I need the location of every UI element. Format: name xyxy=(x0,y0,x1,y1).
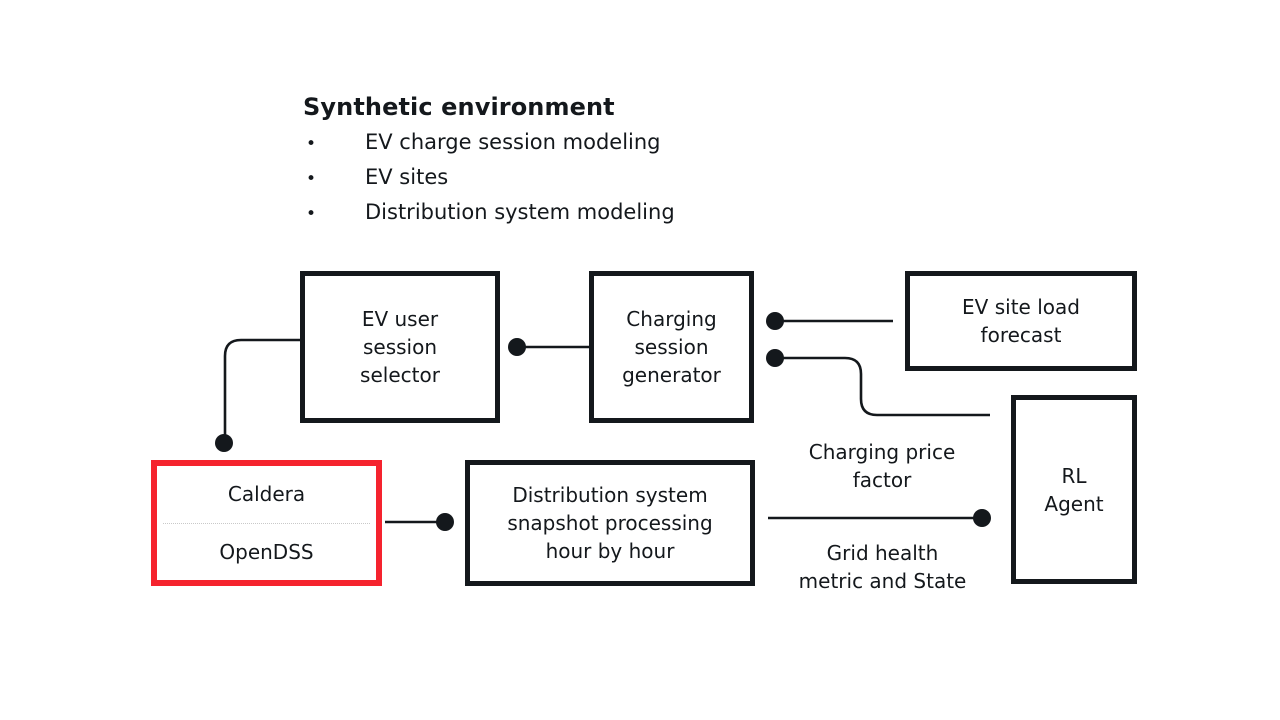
node-label: Charging session generator xyxy=(622,307,721,387)
bullet-list: • EV charge session modeling • EV sites … xyxy=(303,128,903,228)
node-divider xyxy=(163,522,370,524)
node-caldera-opendss[interactable]: Caldera OpenDSS xyxy=(151,460,382,586)
connector-dot xyxy=(766,312,784,330)
node-rl-agent[interactable]: RL Agent xyxy=(1011,395,1137,584)
connector-dot xyxy=(973,509,991,527)
bullet-point-icon: • xyxy=(306,169,317,189)
bullet-point-icon: • xyxy=(306,204,317,224)
connector-dot xyxy=(215,434,233,452)
bullet-item-ev-charge-session-modeling: • EV charge session modeling xyxy=(303,128,903,158)
node-caldera-section: Caldera xyxy=(157,466,376,523)
node-label: OpenDSS xyxy=(219,539,314,564)
node-ev-site-load-forecast[interactable]: EV site load forecast xyxy=(905,271,1137,371)
bullet-label: Distribution system modeling xyxy=(365,200,675,224)
node-opendss-section: OpenDSS xyxy=(157,524,376,581)
node-label: Caldera xyxy=(227,482,306,507)
edge-selector-to-caldera xyxy=(223,338,302,441)
edge-label-grid-health-metric-and-state: Grid health metric and State xyxy=(798,541,967,593)
node-ev-user-session-selector[interactable]: EV user session selector xyxy=(300,271,500,423)
bullet-label: EV sites xyxy=(365,165,449,189)
node-charging-session-generator[interactable]: Charging session generator xyxy=(589,271,754,423)
bullet-label: EV charge session modeling xyxy=(365,130,661,154)
bullet-item-distribution-system-modeling: • Distribution system modeling xyxy=(303,198,903,228)
connector-dot xyxy=(508,338,526,356)
edge-label-charging-price-factor: Charging price factor xyxy=(808,440,956,492)
node-label: EV site load forecast xyxy=(962,295,1080,347)
bullet-item-ev-sites: • EV sites xyxy=(303,163,903,193)
node-distribution-system[interactable]: Distribution system snapshot processing … xyxy=(465,460,755,586)
node-label: Distribution system snapshot processing … xyxy=(507,483,713,563)
node-label: EV user session selector xyxy=(360,307,440,387)
connector-dot xyxy=(766,349,784,367)
connector-dot xyxy=(436,513,454,531)
synthetic-environment-header: Synthetic environment • EV charge sessio… xyxy=(303,92,903,233)
node-label: RL Agent xyxy=(1044,463,1104,516)
page-title: Synthetic environment xyxy=(303,93,615,121)
bullet-point-icon: • xyxy=(306,134,317,154)
